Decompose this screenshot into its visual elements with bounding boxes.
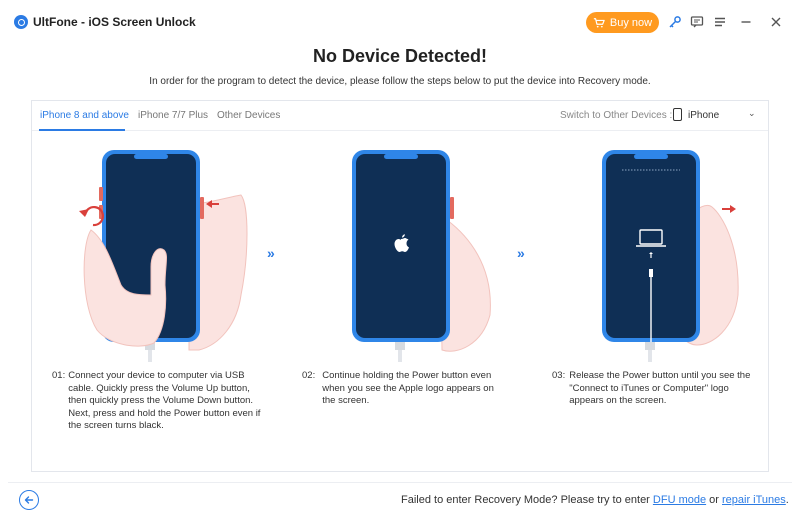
step-1-description: Connect your device to computer via USB … (68, 370, 261, 431)
step-2-number: 02: (302, 370, 316, 381)
footer-divider (8, 482, 792, 483)
device-select[interactable]: iPhone (688, 110, 720, 121)
app-title: UltFone - iOS Screen Unlock (33, 15, 196, 29)
chevron-down-icon[interactable]: ⌄ (748, 108, 756, 118)
step-3-illustration (602, 150, 739, 362)
minimize-icon[interactable] (738, 14, 754, 30)
active-tab-indicator (39, 129, 125, 131)
step-2-illustration (352, 150, 491, 362)
laptop-icon (639, 229, 663, 245)
key-icon[interactable] (667, 14, 683, 30)
app-logo-icon (14, 15, 28, 29)
buy-now-label: Buy now (609, 16, 653, 29)
dfu-mode-link[interactable]: DFU mode (652, 494, 707, 506)
switch-devices-label: Switch to Other Devices : (560, 110, 673, 121)
step-arrow-2-icon: » (517, 245, 525, 261)
tab-iphone-7-7-plus[interactable]: iPhone 7/7 Plus (138, 110, 209, 121)
apple-logo-icon (394, 234, 409, 252)
repair-itunes-link[interactable]: repair iTunes (722, 494, 786, 506)
arrow-left-icon (24, 496, 34, 504)
footer-middle: or (706, 494, 722, 506)
step-3-number: 03: (552, 370, 566, 381)
tab-other-devices[interactable]: Other Devices (217, 110, 281, 121)
device-tabs: iPhone 8 and above iPhone 7/7 Plus Other… (32, 101, 768, 131)
footer-prefix: Failed to enter Recovery Mode? Please tr… (401, 494, 653, 506)
step-3-description: Release the Power button until you see t… (569, 370, 751, 406)
step-1-text: 01: Connect your device to computer via … (52, 370, 268, 433)
page-title: No Device Detected! (312, 46, 488, 66)
step-1-illustration (77, 150, 248, 362)
close-icon[interactable] (768, 14, 784, 30)
page-subtitle: In order for the program to detect the d… (149, 76, 651, 87)
back-button[interactable] (19, 490, 39, 510)
tab-iphone-8-and-above[interactable]: iPhone 8 and above (40, 110, 129, 121)
step-3-text: 03: Release the Power button until you s… (552, 370, 757, 408)
footer-suffix: . (785, 494, 789, 506)
feedback-icon[interactable] (689, 14, 705, 30)
buy-now-button[interactable]: Buy now (586, 12, 659, 33)
recovery-help-text: Failed to enter Recovery Mode? Please tr… (401, 494, 789, 506)
title-bar: UltFone - iOS Screen Unlock Buy now (0, 0, 800, 44)
step-2-description: Continue holding the Power button even w… (322, 370, 494, 406)
menu-icon[interactable] (712, 14, 728, 30)
iphone-icon (673, 108, 682, 121)
step-1-number: 01: (52, 370, 66, 381)
step-2-text: 02: Continue holding the Power button ev… (302, 370, 502, 408)
step-arrow-1-icon: » (267, 245, 275, 261)
instructions-panel: iPhone 8 and above iPhone 7/7 Plus Other… (31, 100, 769, 472)
cart-icon (593, 17, 605, 28)
